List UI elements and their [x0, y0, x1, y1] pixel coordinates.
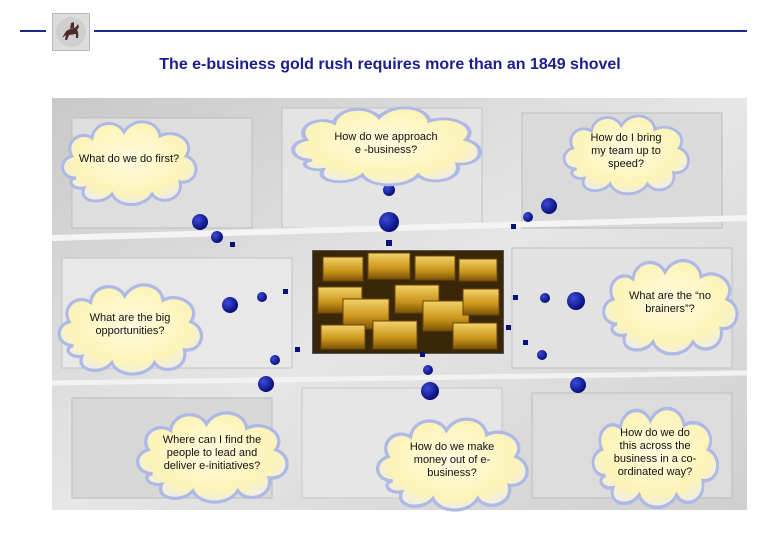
question-cloud-coordinated: How do we do this across the business in… [585, 392, 725, 514]
connector-dot [506, 325, 511, 330]
connector-dot [295, 347, 300, 352]
gold-bars-image [312, 250, 504, 354]
connector-dot [420, 352, 425, 357]
connector-dot [537, 350, 547, 360]
connector-dot [570, 377, 586, 393]
question-first: What do we do first? [78, 152, 180, 165]
connector-dot [270, 355, 280, 365]
connector-dot [283, 289, 288, 294]
question-cloud-team: How do I bring my team up to speed? [556, 103, 696, 199]
question-money: How do we make money out of e-business? [409, 440, 495, 479]
connector-dot [567, 292, 585, 310]
connector-dot [230, 242, 235, 247]
connector-dot [513, 295, 518, 300]
page-title: The e-business gold rush requires more t… [159, 56, 621, 73]
question-coordinated: How do we do this across the business in… [613, 427, 697, 478]
connector-dot [257, 292, 267, 302]
horse-rider-logo-icon [52, 13, 90, 51]
connector-dot [523, 212, 533, 222]
connector-dot [379, 212, 399, 232]
question-opportunities: What are the big opportunities? [89, 312, 171, 337]
connector-dot [540, 293, 550, 303]
question-cloud-people: Where can I find the people to lead and … [128, 398, 296, 508]
connector-dot [511, 224, 516, 229]
question-cloud-opportunities: What are the big opportunities? [50, 270, 210, 380]
question-people: Where can I find the people to lead and … [162, 433, 262, 472]
question-cloud-first: What do we do first? [54, 108, 204, 210]
connector-dot [211, 231, 223, 243]
connector-dot [222, 297, 238, 313]
connector-dot [523, 340, 528, 345]
connector-dot [541, 198, 557, 214]
connector-dot [423, 365, 433, 375]
question-approach: How do we approach e -business? [334, 131, 438, 156]
question-cloud-money: How do we make money out of e-business? [368, 404, 536, 516]
question-team: How do I bring my team up to speed? [590, 131, 662, 170]
connector-dot [258, 376, 274, 392]
question-cloud-approach: How do we approach e -business? [281, 95, 491, 190]
header-rule-left [20, 30, 46, 32]
connector-dot [421, 382, 439, 400]
connector-dot [192, 214, 208, 230]
connector-dot [386, 240, 392, 246]
header-rule-right [94, 30, 747, 32]
connector-dot [383, 184, 395, 196]
question-cloud-no-brainers: What are the “no brainers”? [595, 245, 745, 360]
question-no-brainers: What are the “no brainers”? [629, 289, 711, 315]
